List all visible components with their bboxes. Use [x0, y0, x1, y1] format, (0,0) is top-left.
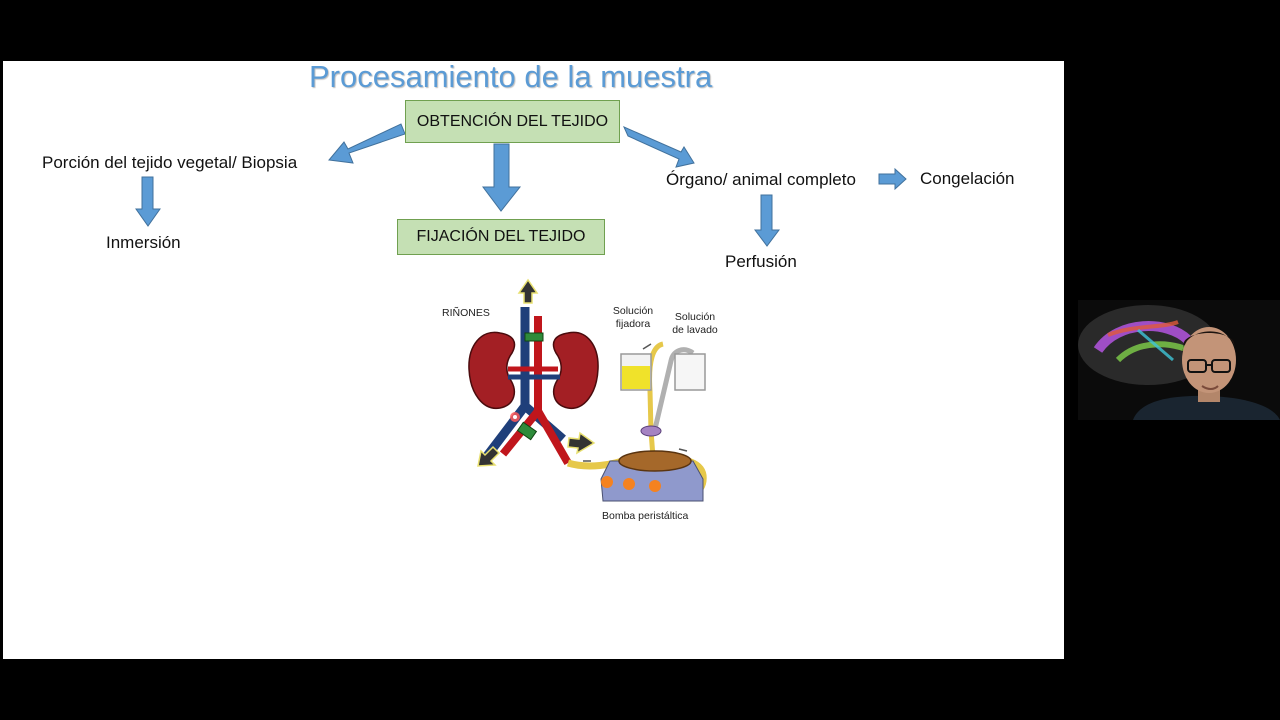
- label-perfusion: Perfusión: [725, 252, 797, 271]
- box-obtencion-tejido: OBTENCIÓN DEL TEJIDO: [405, 100, 620, 143]
- label-inmersion: Inmersión: [106, 233, 181, 252]
- label-rinones: RIÑONES: [442, 307, 490, 319]
- label-bomba-peristaltica: Bomba peristáltica: [602, 510, 689, 522]
- presenter-webcam: [1078, 300, 1280, 420]
- label-organo: Órgano/ animal completo: [666, 170, 856, 189]
- arrow-to-biopsia-icon: [328, 123, 406, 164]
- arrow-to-congelacion-icon: [878, 167, 907, 191]
- arrow-to-fijacion-icon: [482, 143, 522, 212]
- label-biopsia: Porción del tejido vegetal/ Biopsia: [42, 153, 298, 172]
- box-fijacion-tejido: FIJACIÓN DEL TEJIDO: [397, 219, 605, 255]
- arrow-to-organo-icon: [623, 126, 695, 168]
- right-kidney-icon: [552, 331, 599, 409]
- label-congelacion: Congelación: [920, 169, 1015, 188]
- slide-title: Procesamiento de la muestra: [309, 61, 713, 94]
- perfusion-illustration: [468, 278, 707, 502]
- arrow-to-inmersion-icon: [135, 176, 161, 227]
- left-kidney-icon: [468, 331, 516, 409]
- arrow-to-perfusion-icon: [754, 194, 780, 247]
- presentation-slide: Procesamiento de la muestra OBTENCIÓN DE…: [3, 61, 1064, 659]
- flow-arrows: [135, 123, 907, 247]
